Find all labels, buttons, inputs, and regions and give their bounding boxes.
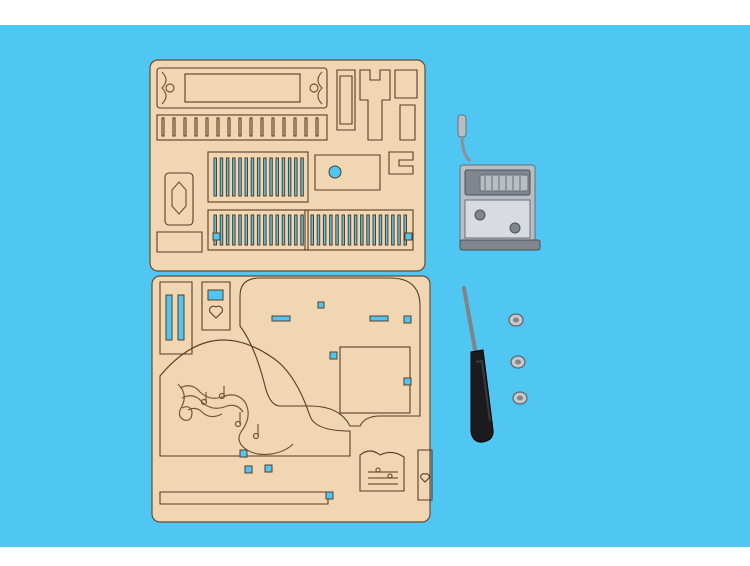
ornate-frame-cutout bbox=[156, 67, 328, 109]
music-box-movement bbox=[457, 114, 541, 251]
music-notes-etching bbox=[177, 383, 294, 456]
screwdriver bbox=[462, 286, 494, 443]
laser-cut-wood-board-upper bbox=[149, 59, 426, 272]
piano-keys-cutout bbox=[156, 114, 328, 141]
music-stand-etching bbox=[359, 450, 405, 492]
screws bbox=[508, 313, 528, 405]
laser-cut-wood-board-lower bbox=[151, 275, 433, 523]
